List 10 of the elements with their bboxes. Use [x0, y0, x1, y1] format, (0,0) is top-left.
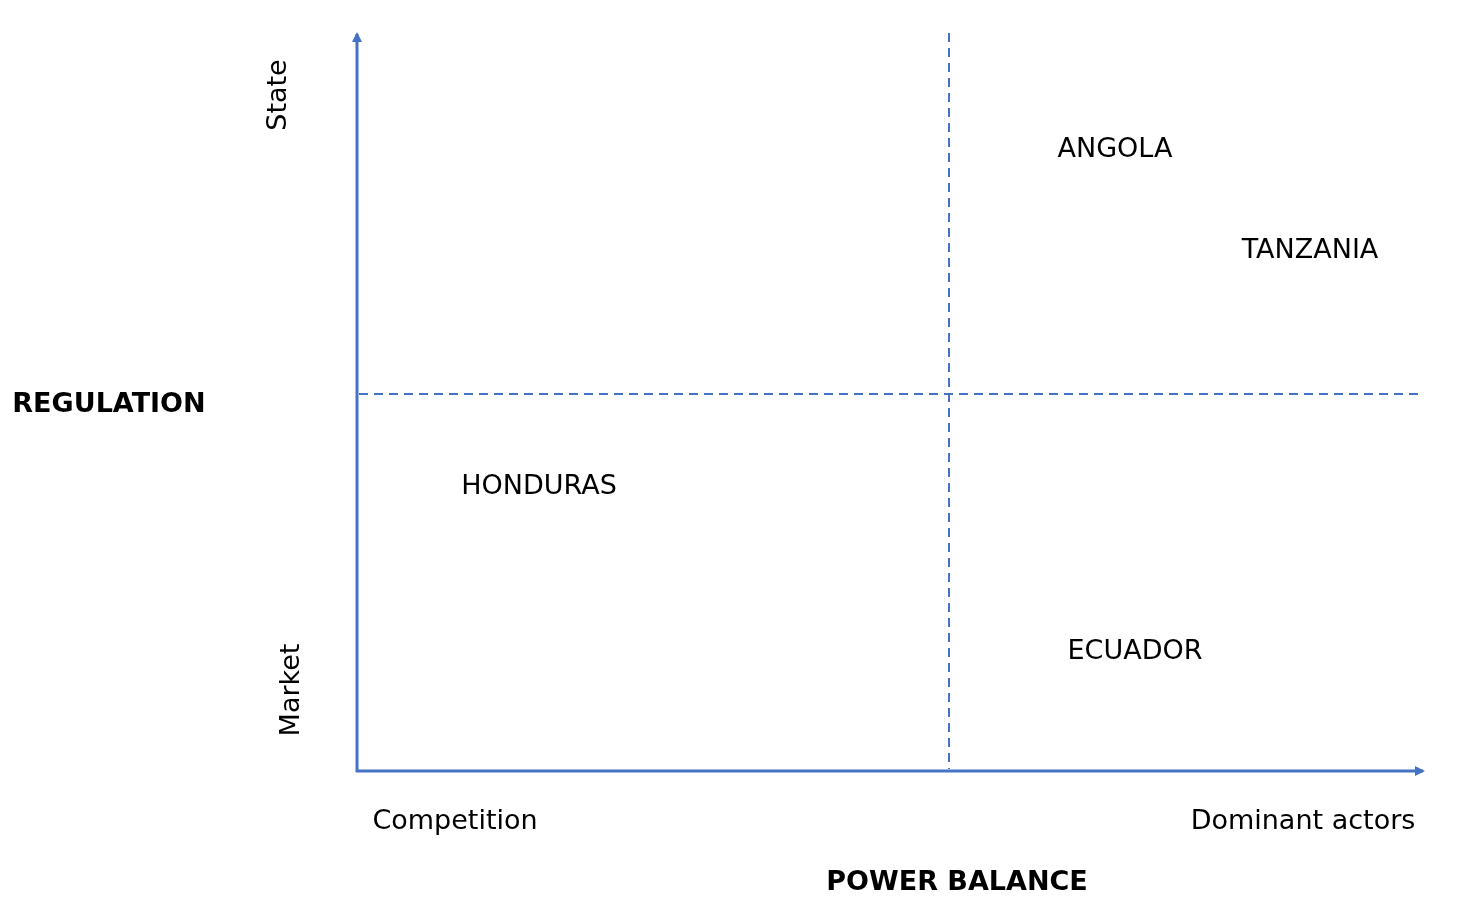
axis-title: REGULATION [12, 387, 206, 419]
axis-end-label: Market [274, 643, 306, 737]
country-label: ECUADOR [1067, 634, 1203, 666]
axis-end-label: Competition [372, 804, 538, 836]
axis-end-label: Dominant actors [1190, 804, 1416, 836]
axis-end-label: State [261, 59, 293, 131]
country-label: HONDURAS [461, 469, 617, 501]
country-label: ANGOLA [1057, 132, 1173, 164]
axis-title: POWER BALANCE [826, 865, 1088, 897]
country-label: TANZANIA [1241, 233, 1379, 265]
